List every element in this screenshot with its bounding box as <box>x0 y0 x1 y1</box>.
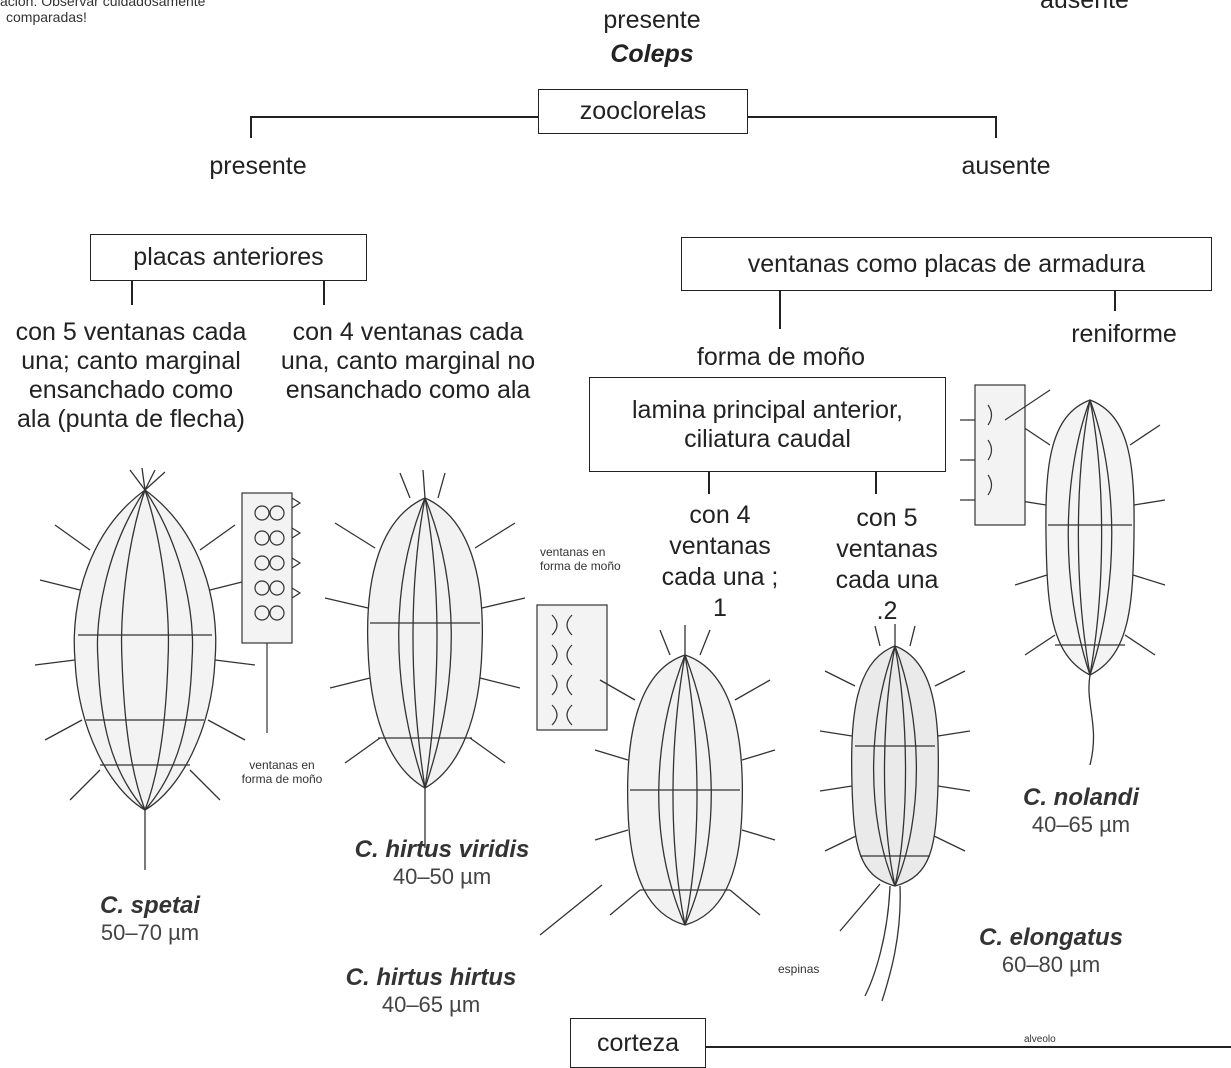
species-c-nolandi: C. nolandi 40–65 µm <box>1023 784 1139 838</box>
species-size: 40–50 µm <box>355 864 530 890</box>
lamina-opt2-line2: ventanas <box>836 534 939 565</box>
placas-opt1-line3: ensanchado como <box>16 376 247 405</box>
ventanas-armadura-box: ventanas como placas de armadura <box>681 237 1212 291</box>
c-elongatus-illustration <box>820 636 970 1016</box>
lamina-line1: lamina principal anterior, <box>632 396 903 425</box>
corteza-box: corteza <box>570 1018 706 1068</box>
species-name: C. elongatus <box>979 924 1123 952</box>
lamina-line2: ciliatura caudal <box>684 425 851 454</box>
note1-line1: ventanas en <box>242 758 323 772</box>
lamina-principal-box: lamina principal anterior, ciliatura cau… <box>589 377 946 472</box>
ventanas-right-drop <box>1114 291 1116 311</box>
species-name: C. hirtus viridis <box>355 836 530 864</box>
c-hirtus-hirtus-illustration <box>600 640 770 1040</box>
ventanas-mono-note-2: ventanas en forma de moño <box>540 545 621 573</box>
lamina-opt2-line4: .2 <box>836 596 939 627</box>
note2-line1: ventanas en <box>540 545 621 559</box>
note-line-2: comparadas! <box>0 9 205 25</box>
c-nolandi-window-detail <box>960 380 1035 530</box>
lamina-right-drop <box>875 472 877 494</box>
lamina-option-5: con 5 ventanas cada una .2 <box>836 503 939 627</box>
zoo-present-label: presente <box>209 152 306 181</box>
reniforme-label: reniforme <box>1071 320 1177 349</box>
placas-opt1-line4: ala (punta de flecha) <box>16 405 247 434</box>
lamina-opt1-line1: con 4 <box>662 500 779 531</box>
placas-opt1-line1: con 5 ventanas cada <box>16 318 247 347</box>
species-size: 50–70 µm <box>100 920 200 946</box>
lamina-opt1-line4: 1 <box>662 593 779 624</box>
species-name: C. nolandi <box>1023 784 1139 812</box>
genus-title: Coleps <box>610 40 693 69</box>
presente-header: presente <box>603 6 700 35</box>
note-line-1: ación: Observar cuidadosamente <box>0 0 205 9</box>
species-size: 40–65 µm <box>1023 812 1139 838</box>
species-name: C. spetai <box>100 892 200 920</box>
lamina-option-4: con 4 ventanas cada una ; 1 <box>662 500 779 624</box>
forma-de-mono-label: forma de moño <box>697 343 865 372</box>
placas-right-drop <box>323 281 325 305</box>
species-c-spetai: C. spetai 50–70 µm <box>100 892 200 946</box>
espinas-label: espinas <box>778 962 819 976</box>
zoo-right-drop <box>995 116 997 138</box>
zoo-left-drop <box>250 116 252 138</box>
instruction-note: ación: Observar cuidadosamente comparada… <box>0 0 205 25</box>
lamina-opt2-line3: cada una <box>836 565 939 596</box>
species-name: C. hirtus hirtus <box>346 964 517 992</box>
placas-opt1-line2: una; canto marginal <box>16 347 247 376</box>
lamina-opt2-line1: con 5 <box>836 503 939 534</box>
species-c-hirtus-hirtus: C. hirtus hirtus 40–65 µm <box>346 964 517 1018</box>
species-size: 40–65 µm <box>346 992 517 1018</box>
ventanas-left-drop <box>779 291 781 329</box>
placas-option-5: con 5 ventanas cada una; canto marginal … <box>16 318 247 434</box>
species-c-elongatus: C. elongatus 60–80 µm <box>979 924 1123 978</box>
note2-line2: forma de moño <box>540 559 621 573</box>
placas-option-4: con 4 ventanas cada una, canto marginal … <box>281 318 535 405</box>
placas-opt2-line2: una, canto marginal no <box>281 347 535 376</box>
species-size: 60–80 µm <box>979 952 1123 978</box>
placas-opt2-line1: con 4 ventanas cada <box>281 318 535 347</box>
ventanas-mono-note-1: ventanas en forma de moño <box>242 758 323 786</box>
top-right-absent-label: ausente <box>1040 0 1129 15</box>
species-c-hirtus-viridis: C. hirtus viridis 40–50 µm <box>355 836 530 890</box>
lamina-opt1-line3: cada una ; <box>662 562 779 593</box>
corteza-connector <box>706 1046 1231 1048</box>
alveolo-label: alveolo <box>1024 1034 1056 1045</box>
zoo-absent-label: ausente <box>962 152 1051 181</box>
zoo-left-connector <box>250 116 538 118</box>
c-spetai-illustration <box>30 470 260 840</box>
note1-line2: forma de moño <box>242 772 323 786</box>
placas-anteriores-box: placas anteriores <box>90 234 367 281</box>
placas-opt2-line3: ensanchado como ala <box>281 376 535 405</box>
c-spetai-window-detail <box>232 488 307 658</box>
c-hirtus-viridis-illustration <box>320 478 530 838</box>
placas-left-drop <box>131 281 133 305</box>
zoo-right-connector <box>748 116 995 118</box>
lamina-left-drop <box>708 472 710 494</box>
lamina-opt1-line2: ventanas <box>662 531 779 562</box>
zooclorelas-box: zooclorelas <box>538 89 748 134</box>
